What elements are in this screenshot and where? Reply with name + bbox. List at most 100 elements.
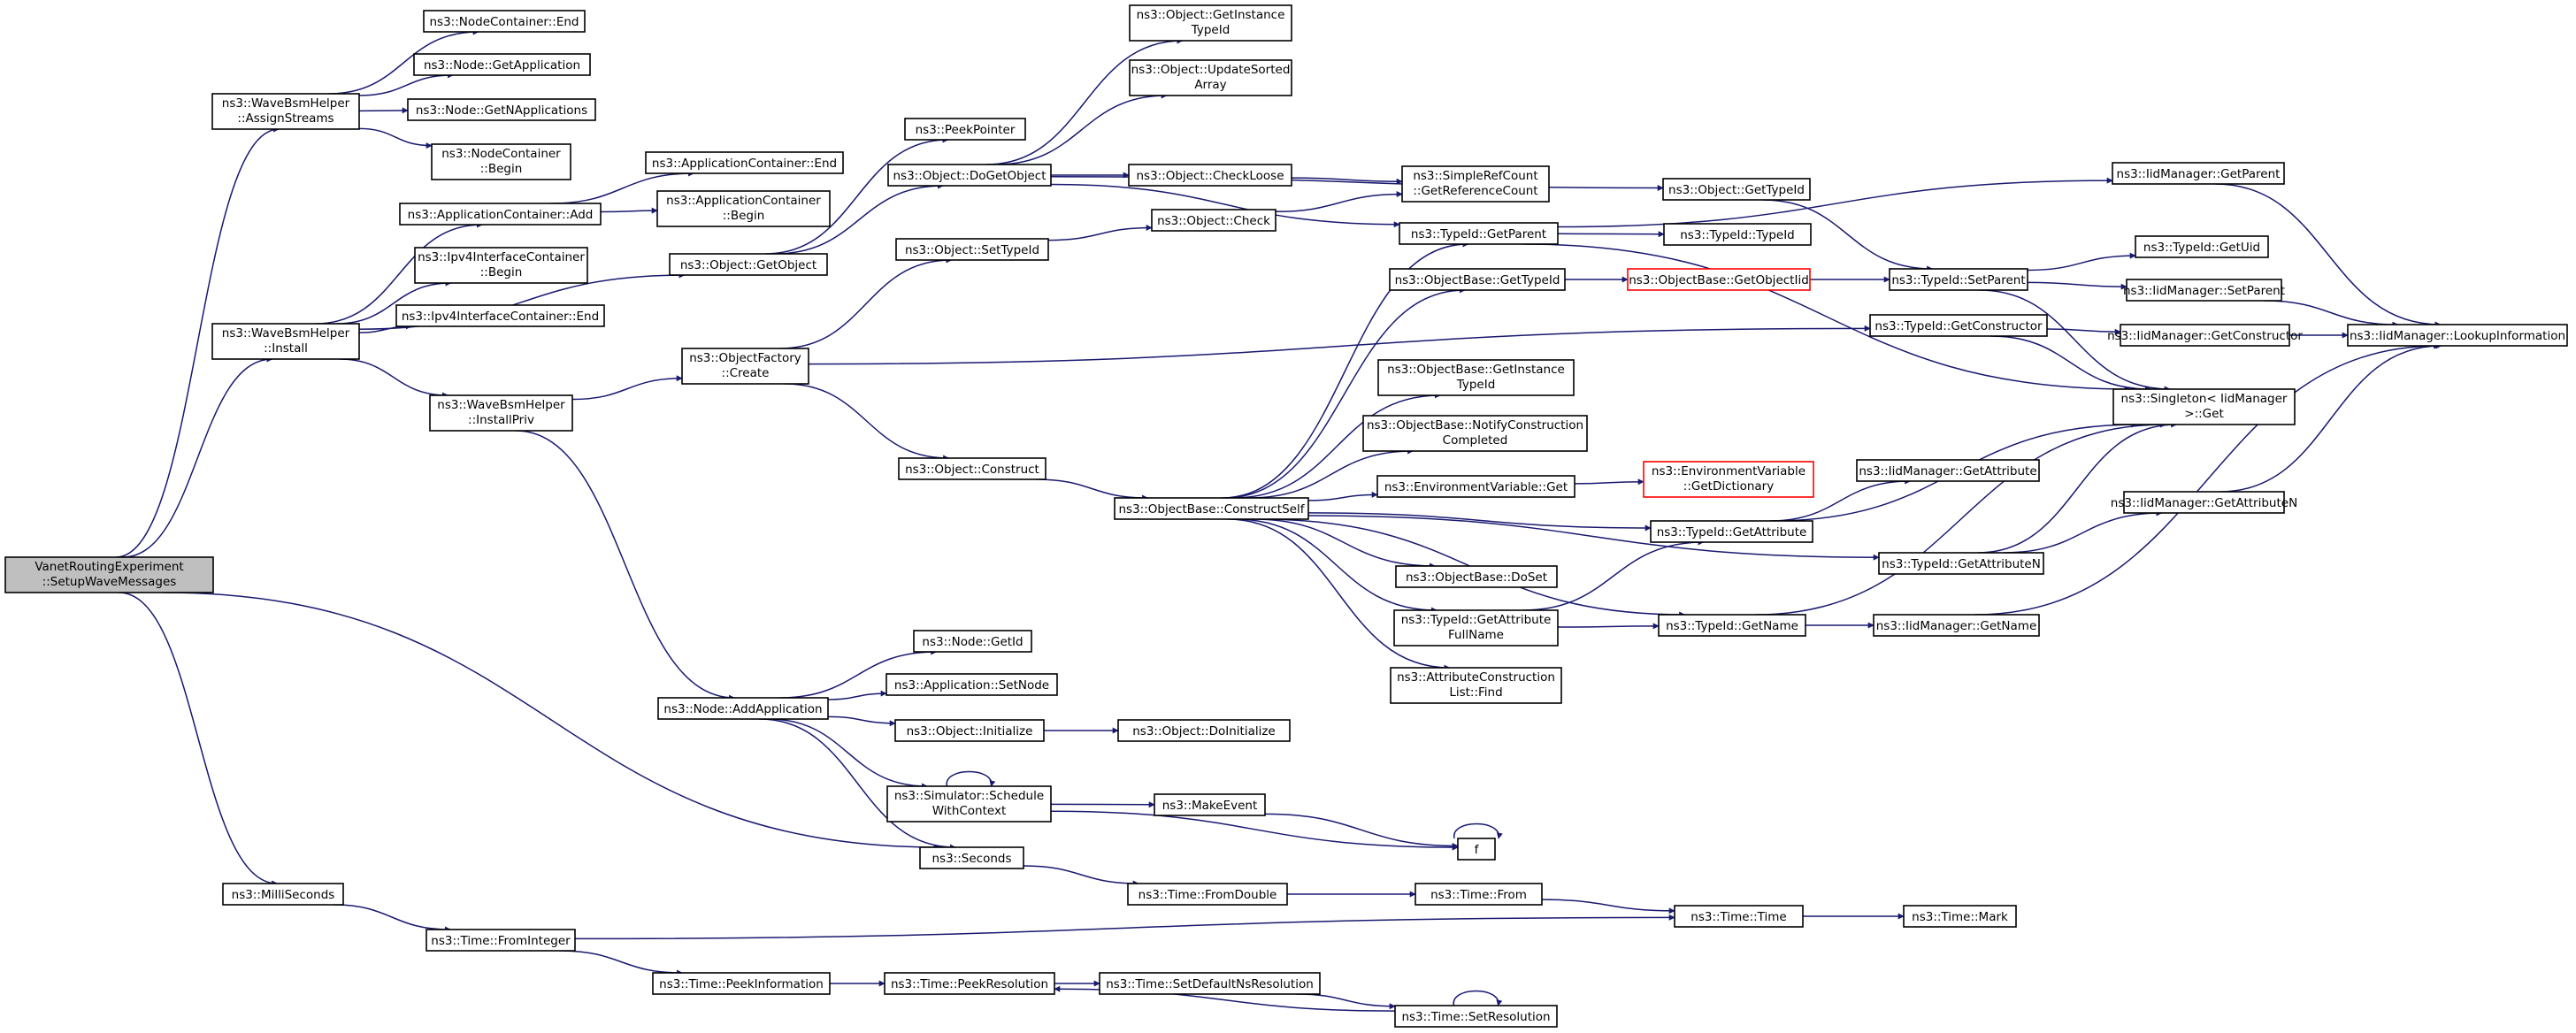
node-objBaseDoSet[interactable]: ns3::ObjectBase::DoSet <box>1395 565 1558 588</box>
node-nodeGetNApps[interactable]: ns3::Node::GetNApplications <box>407 98 596 121</box>
node-typeIdGetName[interactable]: ns3::TypeId::GetName <box>1658 614 1806 637</box>
node-install[interactable]: ns3::WaveBsmHelper::Install <box>211 323 360 360</box>
node-iidGetConstructor[interactable]: ns3::IidManager::GetConstructor <box>2107 324 2303 347</box>
node-typeIdGetUid[interactable]: ns3::TypeId::GetUid <box>2135 235 2269 258</box>
edge-typeIdGetAttrFullName-to-typeIdGetName <box>1557 623 1660 630</box>
node-peekInformation[interactable]: ns3::Time::PeekInformation <box>652 972 831 995</box>
node-iidSetParent[interactable]: ns3::IidManager::SetParent <box>2123 279 2285 302</box>
edge-line <box>1307 515 1880 561</box>
node-objInitialize[interactable]: ns3::Object::Initialize <box>894 719 1045 742</box>
node-root[interactable]: VanetRoutingExperiment::SetupWaveMessage… <box>4 556 214 593</box>
node-typeIdTypeId[interactable]: ns3::TypeId::TypeId <box>1663 223 1812 246</box>
edge-install-to-ipv4Begin <box>335 279 452 325</box>
node-getObject[interactable]: ns3::Object::GetObject <box>669 253 828 276</box>
node-label-line: f <box>1475 843 1480 857</box>
node-ipv4Begin[interactable]: ns3::Ipv4InterfaceContainer::Begin <box>414 247 588 284</box>
node-installPriv[interactable]: ns3::WaveBsmHelper::InstallPriv <box>429 394 573 432</box>
node-nodeAddApp[interactable]: ns3::Node::AddApplication <box>657 697 829 720</box>
node-ncBegin[interactable]: ns3::NodeContainer::Begin <box>431 143 571 180</box>
node-simpleRefCount[interactable]: ns3::SimpleRefCount::GetReferenceCount <box>1401 165 1550 203</box>
node-appcAdd[interactable]: ns3::ApplicationContainer::Add <box>399 203 602 226</box>
node-label: ns3::Object::DoGetObject <box>893 169 1046 183</box>
node-objConstruct[interactable]: ns3::Object::Construct <box>898 457 1046 480</box>
node-label: ns3::ApplicationContainer::End <box>652 157 837 171</box>
node-nodeGetId[interactable]: ns3::Node::GetId <box>913 630 1032 653</box>
node-label-line: ::SetupWaveMessages <box>42 575 177 589</box>
node-peekResolution[interactable]: ns3::Time::PeekResolution <box>884 972 1055 995</box>
node-objBaseGetTypeId[interactable]: ns3::ObjectBase::GetTypeId <box>1389 268 1566 291</box>
node-objDoInitialize[interactable]: ns3::Object::DoInitialize <box>1117 719 1291 742</box>
node-setTypeId[interactable]: ns3::Object::SetTypeId <box>895 238 1049 261</box>
node-label: ns3::PeekPointer <box>916 123 1016 137</box>
node-nodeGetApp[interactable]: ns3::Node::GetApplication <box>413 53 591 76</box>
node-timeFromDouble[interactable]: ns3::Time::FromDouble <box>1127 883 1288 906</box>
node-label: ns3::Ipv4InterfaceContainer::End <box>402 310 599 324</box>
node-assignStreams[interactable]: ns3::WaveBsmHelper::AssignStreams <box>211 93 360 130</box>
node-typeIdSetParent[interactable]: ns3::TypeId::SetParent <box>1889 268 2028 291</box>
node-setDefaultNsRes[interactable]: ns3::Time::SetDefaultNsResolution <box>1099 972 1321 995</box>
node-envVarGetDict[interactable]: ns3::EnvironmentVariable::GetDictionary <box>1643 461 1814 498</box>
node-doGetObject[interactable]: ns3::Object::DoGetObject <box>887 164 1052 187</box>
node-objCheck[interactable]: ns3::Object::Check <box>1151 209 1276 232</box>
node-box <box>1903 905 2017 928</box>
node-box <box>894 719 1045 742</box>
node-timeMark[interactable]: ns3::Time::Mark <box>1903 905 2017 928</box>
node-peekPointer[interactable]: ns3::PeekPointer <box>904 118 1026 141</box>
node-typeIdGetAttribute[interactable]: ns3::TypeId::GetAttribute <box>1650 520 1813 543</box>
node-setResolution[interactable]: ns3::Time::SetResolution <box>1394 1005 1558 1028</box>
node-label-line: ns3::EnvironmentVariable <box>1652 464 1806 478</box>
node-ipv4End[interactable]: ns3::Ipv4InterfaceContainer::End <box>395 304 605 327</box>
edge-line <box>2027 252 2136 272</box>
node-iidGetParent[interactable]: ns3::IidManager::GetParent <box>2112 162 2285 185</box>
edge-objFactoryCreate-to-typeIdGetConstructor <box>808 325 1871 365</box>
node-makeEvent[interactable]: ns3::MakeEvent <box>1154 793 1266 816</box>
node-iidGetAttributeN[interactable]: ns3::IidManager::GetAttributeN <box>2111 491 2297 514</box>
node-appcBegin[interactable]: ns3::ApplicationContainer::Begin <box>656 190 831 227</box>
node-label-line: ns3::Time::SetResolution <box>1401 1010 1550 1024</box>
node-iidGetAttribute[interactable]: ns3::IidManager::GetAttribute <box>1856 459 2040 482</box>
node-label: ns3::IidManager::GetParent <box>2117 167 2281 181</box>
node-singletonGet[interactable]: ns3::Singleton< IidManager>::Get <box>2112 388 2296 425</box>
node-milli[interactable]: ns3::MilliSeconds <box>222 883 344 906</box>
node-seconds[interactable]: ns3::Seconds <box>919 846 1024 869</box>
node-timeFromInteger[interactable]: ns3::Time::FromInteger <box>426 929 576 952</box>
node-typeIdGetConstructor[interactable]: ns3::TypeId::GetConstructor <box>1869 314 2048 337</box>
node-objFactoryCreate[interactable]: ns3::ObjectFactory::Create <box>681 348 809 385</box>
node-box <box>913 630 1032 653</box>
edge-typeIdSetParent-to-typeIdGetUid <box>2027 252 2136 272</box>
node-typeIdGetAttributeN[interactable]: ns3::TypeId::GetAttributeN <box>1878 552 2044 575</box>
node-label: ns3::Time::FromInteger <box>431 934 571 948</box>
node-box <box>431 143 571 180</box>
node-label: ns3::ObjectBase::GetObjectIid <box>1629 273 1809 287</box>
node-ncEnd[interactable]: ns3::NodeContainer::End <box>423 10 586 33</box>
edge-seconds-to-timeFromDouble <box>1023 865 1139 887</box>
node-envVarGet[interactable]: ns3::EnvironmentVariable::Get <box>1376 475 1576 498</box>
node-constructSelf[interactable]: ns3::ObjectBase::ConstructSelf <box>1114 497 1309 520</box>
edge-line <box>163 592 940 851</box>
node-appSetNode[interactable]: ns3::Application::SetNode <box>886 673 1058 696</box>
node-objGetTypeId[interactable]: ns3::Object::GetTypeId <box>1662 178 1811 201</box>
node-checkLoose[interactable]: ns3::Object::CheckLoose <box>1128 164 1292 187</box>
node-timeFrom[interactable]: ns3::Time::From <box>1414 883 1543 906</box>
edge-installPriv-to-objFactoryCreate <box>571 375 683 401</box>
edge-line <box>1296 993 1396 1010</box>
edge-line <box>1977 421 2178 554</box>
node-iidGetName[interactable]: ns3::IidManager::GetName <box>1873 614 2040 637</box>
node-f[interactable]: f <box>1457 838 1496 861</box>
node-objBaseGetObjectIid[interactable]: ns3::ObjectBase::GetObjectIid <box>1627 268 1811 291</box>
edge-objFactoryCreate-to-objConstruct <box>784 383 950 462</box>
node-appcEnd[interactable]: ns3::ApplicationContainer::End <box>645 151 844 174</box>
edge-line <box>765 136 949 255</box>
node-typeIdGetParent[interactable]: ns3::TypeId::GetParent <box>1399 222 1559 245</box>
node-timeTime[interactable]: ns3::Time::Time <box>1674 905 1804 928</box>
node-box <box>1650 520 1813 543</box>
node-iidLookup[interactable]: ns3::IidManager::LookupInformation <box>2347 324 2568 347</box>
node-label: ns3::IidManager::GetAttribute <box>1859 464 2036 478</box>
